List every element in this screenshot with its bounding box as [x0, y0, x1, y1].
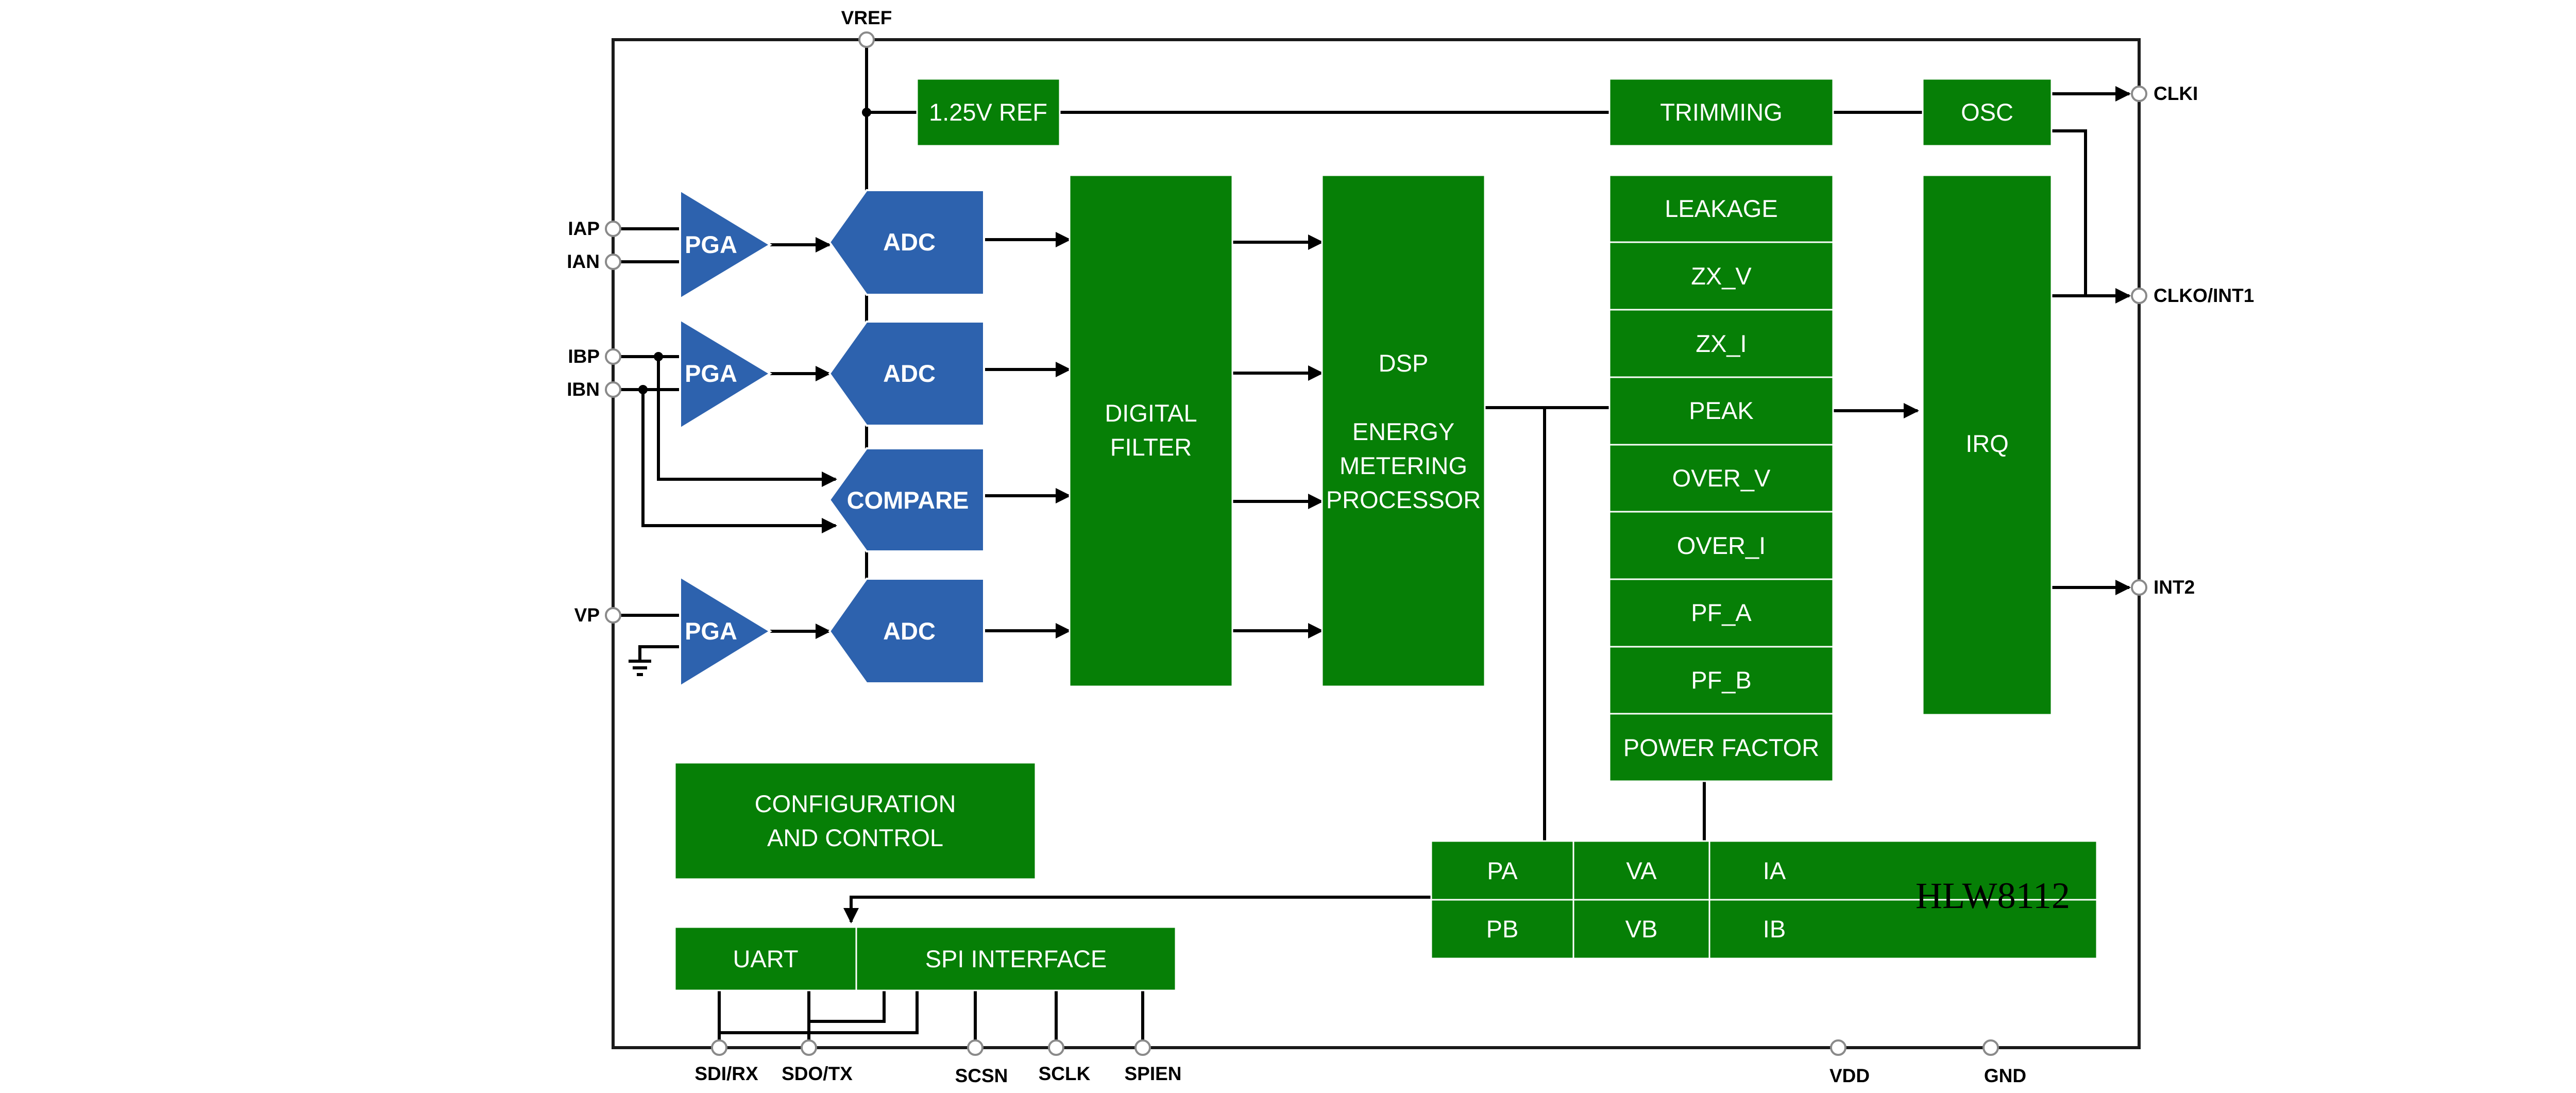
pin-clko-int1: [2131, 288, 2147, 304]
register-ib: IB: [1763, 915, 1786, 943]
chip-name: HLW8112: [1916, 875, 2070, 916]
ref-block: 1.25V REF: [916, 78, 1061, 147]
uart-label: UART: [733, 945, 798, 972]
register-va: VA: [1626, 857, 1657, 884]
spi-label: SPI INTERFACE: [925, 945, 1107, 972]
pin-label-vp: VP: [574, 604, 600, 626]
int-source-zx-v: ZX_V: [1691, 262, 1752, 290]
ref-label: 1.25V REF: [929, 98, 1047, 126]
pin-sdo-tx: [801, 1039, 817, 1056]
compare-label: COMPARE: [847, 486, 969, 514]
pin-label-ibn: IBN: [567, 379, 600, 400]
register-ia: IA: [1763, 857, 1786, 884]
pin-label-clko-int1: CLKO/INT1: [2154, 285, 2254, 306]
digital-filter-line-1: DIGITAL: [1105, 399, 1197, 427]
config-block: CONFIGURATION AND CONTROL: [674, 762, 1037, 880]
int-source-pf-b: PF_B: [1691, 666, 1752, 694]
pin-label-gnd: GND: [1984, 1065, 2026, 1086]
pin-vp: [605, 607, 621, 624]
pin-sdi-rx: [711, 1039, 727, 1056]
interrupt-sources: LEAKAGE ZX_V ZX_I PEAK OVER_V OVER_I PF_…: [1608, 174, 1834, 782]
register-vb: VB: [1625, 915, 1658, 943]
adc-v: ADC: [828, 578, 985, 684]
osc-label: OSC: [1961, 98, 2013, 126]
trimming-label: TRIMMING: [1660, 98, 1783, 126]
pin-int2: [2131, 579, 2147, 596]
digital-filter-block: DIGITAL FILTER: [1069, 174, 1233, 687]
int-source-pf-a: PF_A: [1691, 599, 1752, 626]
pin-scsn: [967, 1039, 984, 1056]
pga-v-label: PGA: [685, 617, 737, 645]
dsp-line-5: PROCESSOR: [1326, 486, 1481, 513]
pin-vref: [858, 31, 875, 48]
pga-ia-label: PGA: [685, 231, 737, 258]
pin-iap: [605, 221, 621, 237]
int-source-leakage: LEAKAGE: [1665, 195, 1777, 222]
config-line-1: CONFIGURATION: [755, 790, 956, 817]
pin-label-ian: IAN: [567, 251, 600, 272]
pga-v: PGA: [679, 575, 772, 688]
pin-label-iap: IAP: [568, 218, 600, 239]
dsp-line-4: METERING: [1340, 452, 1467, 479]
int-source-zx-i: ZX_I: [1696, 330, 1747, 357]
interface-block: UART SPI INTERFACE: [674, 926, 1177, 991]
junction-dots: [638, 108, 871, 394]
pin-label-scsn: SCSN: [955, 1065, 1008, 1086]
pin-label-vdd: VDD: [1829, 1065, 1870, 1086]
pin-labels: IAP IAN IBP IBN VP CLKI CLKO/INT1 INT2 V…: [567, 7, 2254, 1086]
int-source-over-i: OVER_I: [1677, 532, 1766, 559]
register-grid: PA VA IA PB VB IB: [1430, 840, 2098, 960]
pin-label-int2: INT2: [2154, 577, 2195, 598]
dsp-line-1: DSP: [1379, 349, 1429, 377]
pga-ia: PGA: [679, 188, 772, 301]
register-pb: PB: [1486, 915, 1519, 943]
irq-label: IRQ: [1965, 430, 2009, 457]
digital-filter-line-2: FILTER: [1110, 433, 1192, 461]
compare-block: COMPARE: [828, 447, 985, 552]
trimming-block: TRIMMING: [1608, 78, 1834, 147]
pin-label-vref: VREF: [841, 7, 892, 28]
adc-ia-label: ADC: [883, 228, 936, 256]
pin-label-ibp: IBP: [568, 346, 600, 367]
int-source-power-factor: POWER FACTOR: [1623, 734, 1819, 761]
pin-sclk: [1048, 1039, 1064, 1056]
pin-spien: [1134, 1039, 1151, 1056]
pga-ib-label: PGA: [685, 360, 737, 387]
adc-ib: ADC: [828, 321, 985, 427]
pin-label-sdi-rx: SDI/RX: [694, 1063, 758, 1084]
pin-label-clki: CLKI: [2154, 83, 2198, 104]
config-line-2: AND CONTROL: [767, 824, 943, 851]
pin-ibn: [605, 381, 621, 398]
dsp-line-3: ENERGY: [1352, 418, 1455, 445]
pga-ib: PGA: [679, 317, 772, 431]
chip-outline: [612, 38, 2141, 1049]
dsp-block: DSP ENERGY METERING PROCESSOR: [1321, 174, 1486, 687]
pin-label-spien: SPIEN: [1124, 1063, 1181, 1084]
pins: [605, 31, 2147, 1056]
irq-block: IRQ: [1922, 174, 2053, 716]
osc-block: OSC: [1922, 78, 2053, 147]
adc-v-label: ADC: [883, 617, 936, 645]
register-pa: PA: [1487, 857, 1518, 884]
int-source-over-v: OVER_V: [1672, 464, 1771, 492]
pin-vdd: [1830, 1039, 1846, 1056]
pin-label-sdo-tx: SDO/TX: [782, 1063, 853, 1084]
adc-ia: ADC: [828, 189, 985, 296]
adc-ib-label: ADC: [883, 360, 936, 387]
pin-ibp: [605, 348, 621, 365]
pin-clki: [2131, 86, 2147, 102]
pin-gnd: [1982, 1039, 1999, 1056]
pin-label-sclk: SCLK: [1039, 1063, 1091, 1084]
pin-ian: [605, 254, 621, 270]
int-source-peak: PEAK: [1689, 397, 1753, 424]
